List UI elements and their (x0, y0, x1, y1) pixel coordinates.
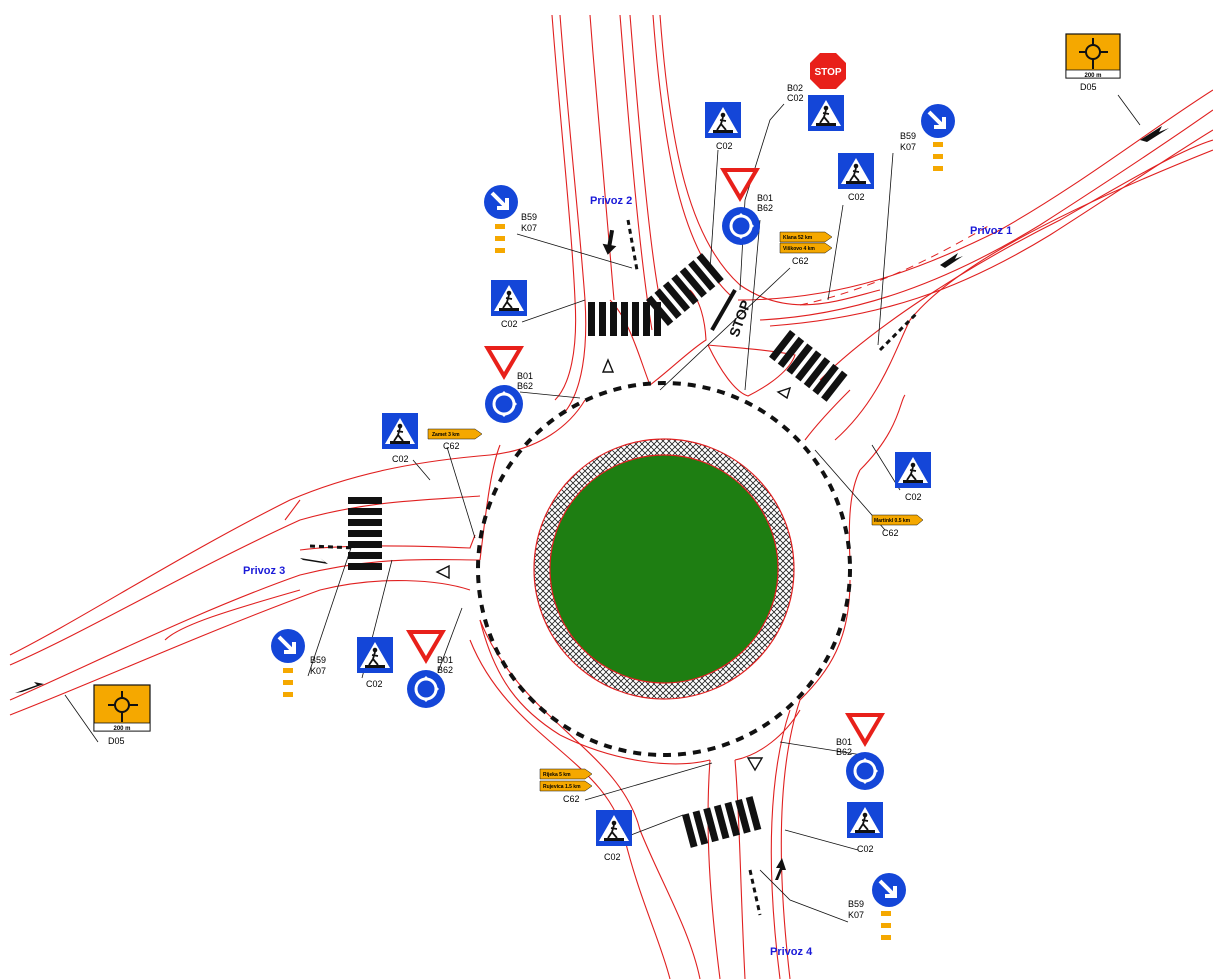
svg-text:K07: K07 (900, 142, 916, 152)
sign-code: B01 B62 (437, 655, 453, 675)
svg-text:Rujevica 1.5 km: Rujevica 1.5 km (543, 784, 581, 790)
yield-road-markings (435, 358, 792, 772)
lane-markings (799, 224, 991, 306)
svg-text:B62: B62 (517, 381, 533, 391)
svg-text:200 m: 200 m (1084, 73, 1101, 79)
svg-text:Rijeka 5 km: Rijeka 5 km (543, 772, 571, 778)
approach-label-1: Privoz 1 (970, 225, 1012, 237)
pedestrian-crossing-south (682, 796, 762, 848)
pedestrian-crossing-sign (807, 94, 845, 132)
keep-right-sign (919, 102, 957, 140)
destination-board-ne: 200 m (1065, 33, 1121, 79)
sign-code: B59 K07 (848, 899, 864, 920)
yield-sign (720, 168, 760, 202)
svg-text:B62: B62 (437, 665, 453, 675)
leader-lines (64, 94, 1141, 923)
delineator-marker (283, 668, 293, 697)
svg-text:B62: B62 (836, 747, 852, 757)
pedestrian-crossing-sign (837, 152, 875, 190)
sign-code: C02 (857, 844, 874, 854)
stop-road-marking: STOP (726, 298, 754, 339)
svg-text:K07: K07 (310, 666, 326, 676)
delineator-marker (495, 224, 505, 253)
svg-text:STOP: STOP (814, 67, 841, 78)
direction-sign-s: Rijeka 5 km Rujevica 1.5 km C62 (539, 768, 593, 804)
svg-text:B01: B01 (836, 737, 852, 747)
svg-text:B59: B59 (310, 655, 326, 665)
keep-right-sign (870, 871, 908, 909)
sign-code: B59 K07 (310, 655, 326, 676)
central-island (549, 454, 779, 684)
approach-label-4: Privoz 4 (770, 946, 813, 958)
svg-text:K07: K07 (848, 910, 864, 920)
sign-code: C02 (848, 192, 865, 202)
roundabout-sign (844, 750, 886, 792)
svg-text:C62: C62 (882, 528, 899, 538)
sign-code: B01 B62 (836, 737, 852, 757)
sign-code: C02 (905, 492, 922, 502)
sign-code: C02 (501, 319, 518, 329)
svg-text:Viškovo 4 km: Viškovo 4 km (783, 246, 815, 252)
sign-code-ne-top: B02 C02 (787, 83, 804, 103)
sign-code: B01 B62 (757, 193, 773, 213)
sign-code: B01 B62 (517, 371, 533, 391)
pedestrian-crossing-sign (846, 801, 884, 839)
sign-code: B59 K07 (900, 131, 916, 152)
pedestrian-crossing-sign (595, 809, 633, 847)
svg-text:B59: B59 (521, 212, 537, 222)
svg-text:B01: B01 (437, 655, 453, 665)
roundabout-sign (720, 205, 762, 247)
keep-right-sign (269, 627, 307, 665)
direction-sign-w: Zamet 3 km C62 (427, 428, 483, 451)
roundabout-sign (405, 668, 447, 710)
destination-board-sw: 200 m (93, 684, 151, 732)
sign-code: C02 (392, 454, 409, 464)
road-edges (9, 14, 1213, 979)
sign-code: D05 (1080, 82, 1097, 92)
approach-label-3: Privoz 3 (243, 565, 285, 577)
svg-text:K07: K07 (521, 223, 537, 233)
svg-text:B59: B59 (900, 131, 916, 141)
delineator-marker (881, 911, 891, 940)
svg-text:Klana 52 km: Klana 52 km (783, 235, 813, 241)
pedestrian-crossing-sign (490, 279, 528, 317)
stop-line (710, 289, 737, 331)
island-hatches (309, 219, 920, 916)
pedestrian-crossing-sign (704, 101, 742, 139)
approach-label-2: Privoz 2 (590, 195, 632, 207)
svg-text:C62: C62 (443, 441, 460, 451)
svg-text:200 m: 200 m (113, 726, 130, 732)
svg-text:Zamet 3 km: Zamet 3 km (432, 432, 460, 438)
pedestrian-crossing-sign (356, 636, 394, 674)
sign-code: C02 (716, 141, 733, 151)
svg-text:C62: C62 (563, 794, 580, 804)
delineator-marker (933, 142, 943, 171)
sign-code: C02 (366, 679, 383, 689)
stop-sign: STOP (810, 53, 846, 89)
svg-text:B62: B62 (757, 203, 773, 213)
sign-code: D05 (108, 736, 125, 746)
svg-text:C62: C62 (792, 256, 809, 266)
pedestrian-crossing-sign (894, 451, 932, 489)
svg-text:B59: B59 (848, 899, 864, 909)
road-arrows (15, 126, 1169, 880)
keep-right-sign (482, 183, 520, 221)
direction-sign-ne: Klana 52 km Viškovo 4 km C62 (779, 231, 833, 266)
pedestrian-crossing-sign (381, 412, 419, 450)
sign-code: B59 K07 (521, 212, 537, 233)
svg-text:Martinkl 0.5 km: Martinkl 0.5 km (874, 518, 911, 524)
direction-sign-e: Martinkl 0.5 km C62 (871, 514, 924, 538)
svg-text:C02: C02 (787, 93, 804, 103)
svg-text:B01: B01 (757, 193, 773, 203)
roundabout (476, 381, 852, 757)
svg-text:B01: B01 (517, 371, 533, 381)
sign-code: C02 (604, 852, 621, 862)
svg-text:B02: B02 (787, 83, 803, 93)
